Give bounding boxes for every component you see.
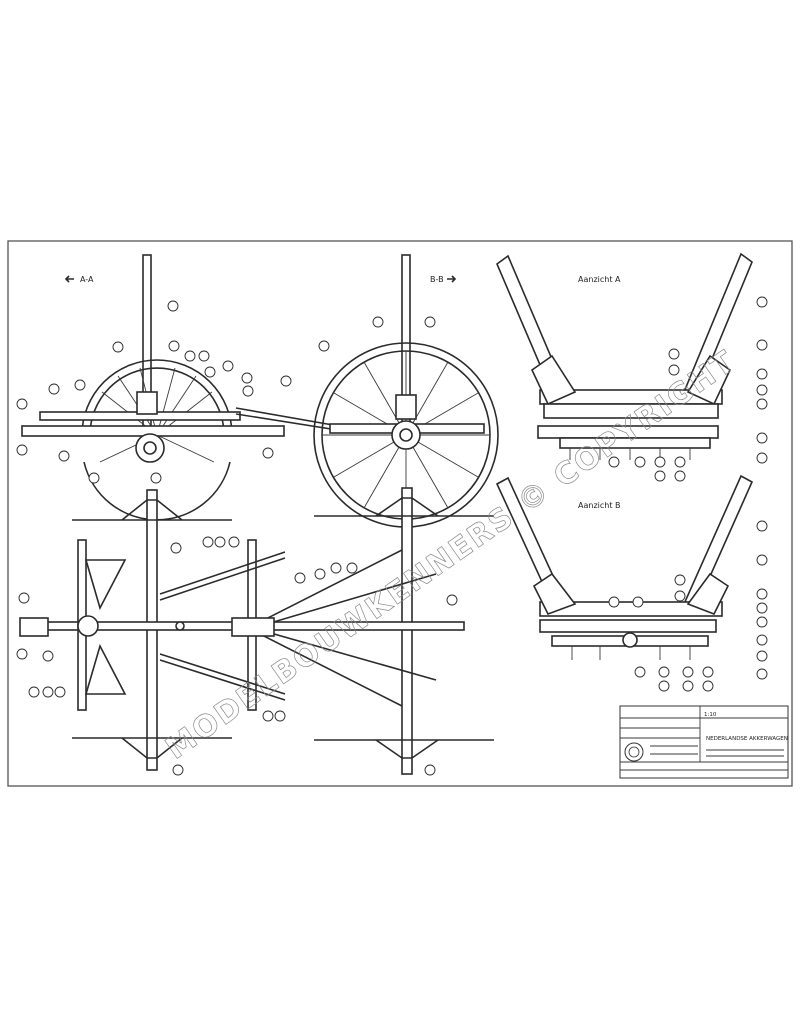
publisher-logo (624, 742, 644, 762)
side-view-a: A-A (21, 254, 351, 521)
view-label-aanzicht-a: Aanzicht A (578, 275, 621, 284)
view-label-b: B-B (430, 275, 444, 284)
sheet-border (7, 240, 793, 787)
end-view-b: Aanzicht B (495, 474, 754, 660)
title-block-scale: 1:10 (704, 712, 717, 718)
end-view-a: Aanzicht A (496, 252, 753, 460)
view-label-a: A-A (80, 275, 94, 284)
title-block-title: NEDERLANDSE AKKERWAGEN (706, 736, 788, 742)
plan-view (19, 487, 494, 775)
copyright-watermark: MODELBOUWKENNERS © COPYRIGHT (160, 344, 743, 767)
side-view-b: B-B (313, 254, 499, 528)
callout-balloons (16, 296, 768, 776)
view-label-aanzicht-b: Aanzicht B (578, 501, 621, 510)
title-block: NEDERLANDSE AKKERWAGEN 1:10 (619, 705, 789, 779)
